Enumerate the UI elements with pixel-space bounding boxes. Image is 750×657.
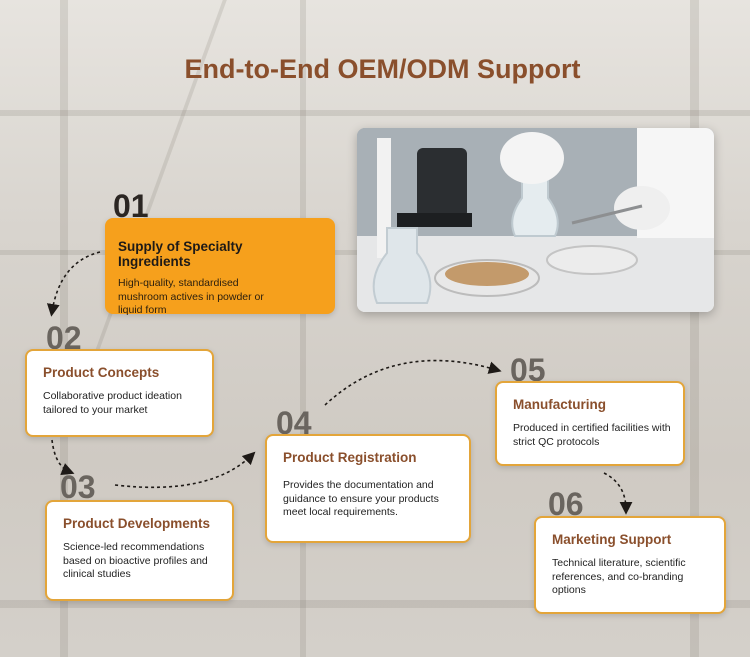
lab-photo (357, 128, 714, 312)
step-card-developments: Product Developments Science-led recomme… (45, 500, 234, 601)
step-title: Marketing Support (552, 532, 672, 547)
step-card-registration: Product Registration Provides the docume… (265, 434, 471, 543)
step-title: Product Concepts (43, 365, 160, 380)
step-description: Produced in certified facilities with st… (513, 422, 671, 448)
step-title: Product Registration (283, 450, 417, 465)
step-title: Manufacturing (513, 397, 606, 412)
step-card-concepts: Product Concepts Collaborative product i… (25, 349, 214, 437)
step-description: High-quality, standardised mushroom acti… (118, 277, 264, 317)
step-description: Provides the documentation and guidance … (283, 479, 439, 519)
step-card-manufacturing: Manufacturing Produced in certified faci… (495, 381, 685, 466)
step-description: Science-led recommendations based on bio… (63, 541, 208, 581)
step-card-supply: Supply of Specialty Ingredients High-qua… (105, 218, 335, 316)
page-title: End-to-End OEM/ODM Support (184, 54, 581, 84)
step-description: Collaborative product ideation tailored … (43, 390, 182, 416)
step-title: Supply of Specialty Ingredients (118, 239, 243, 269)
step-description: Technical literature, scientific referen… (552, 557, 686, 597)
step-card-marketing: Marketing Support Technical literature, … (534, 516, 726, 614)
step-number-03: 03 (60, 469, 96, 505)
step-title: Product Developments (63, 516, 211, 531)
